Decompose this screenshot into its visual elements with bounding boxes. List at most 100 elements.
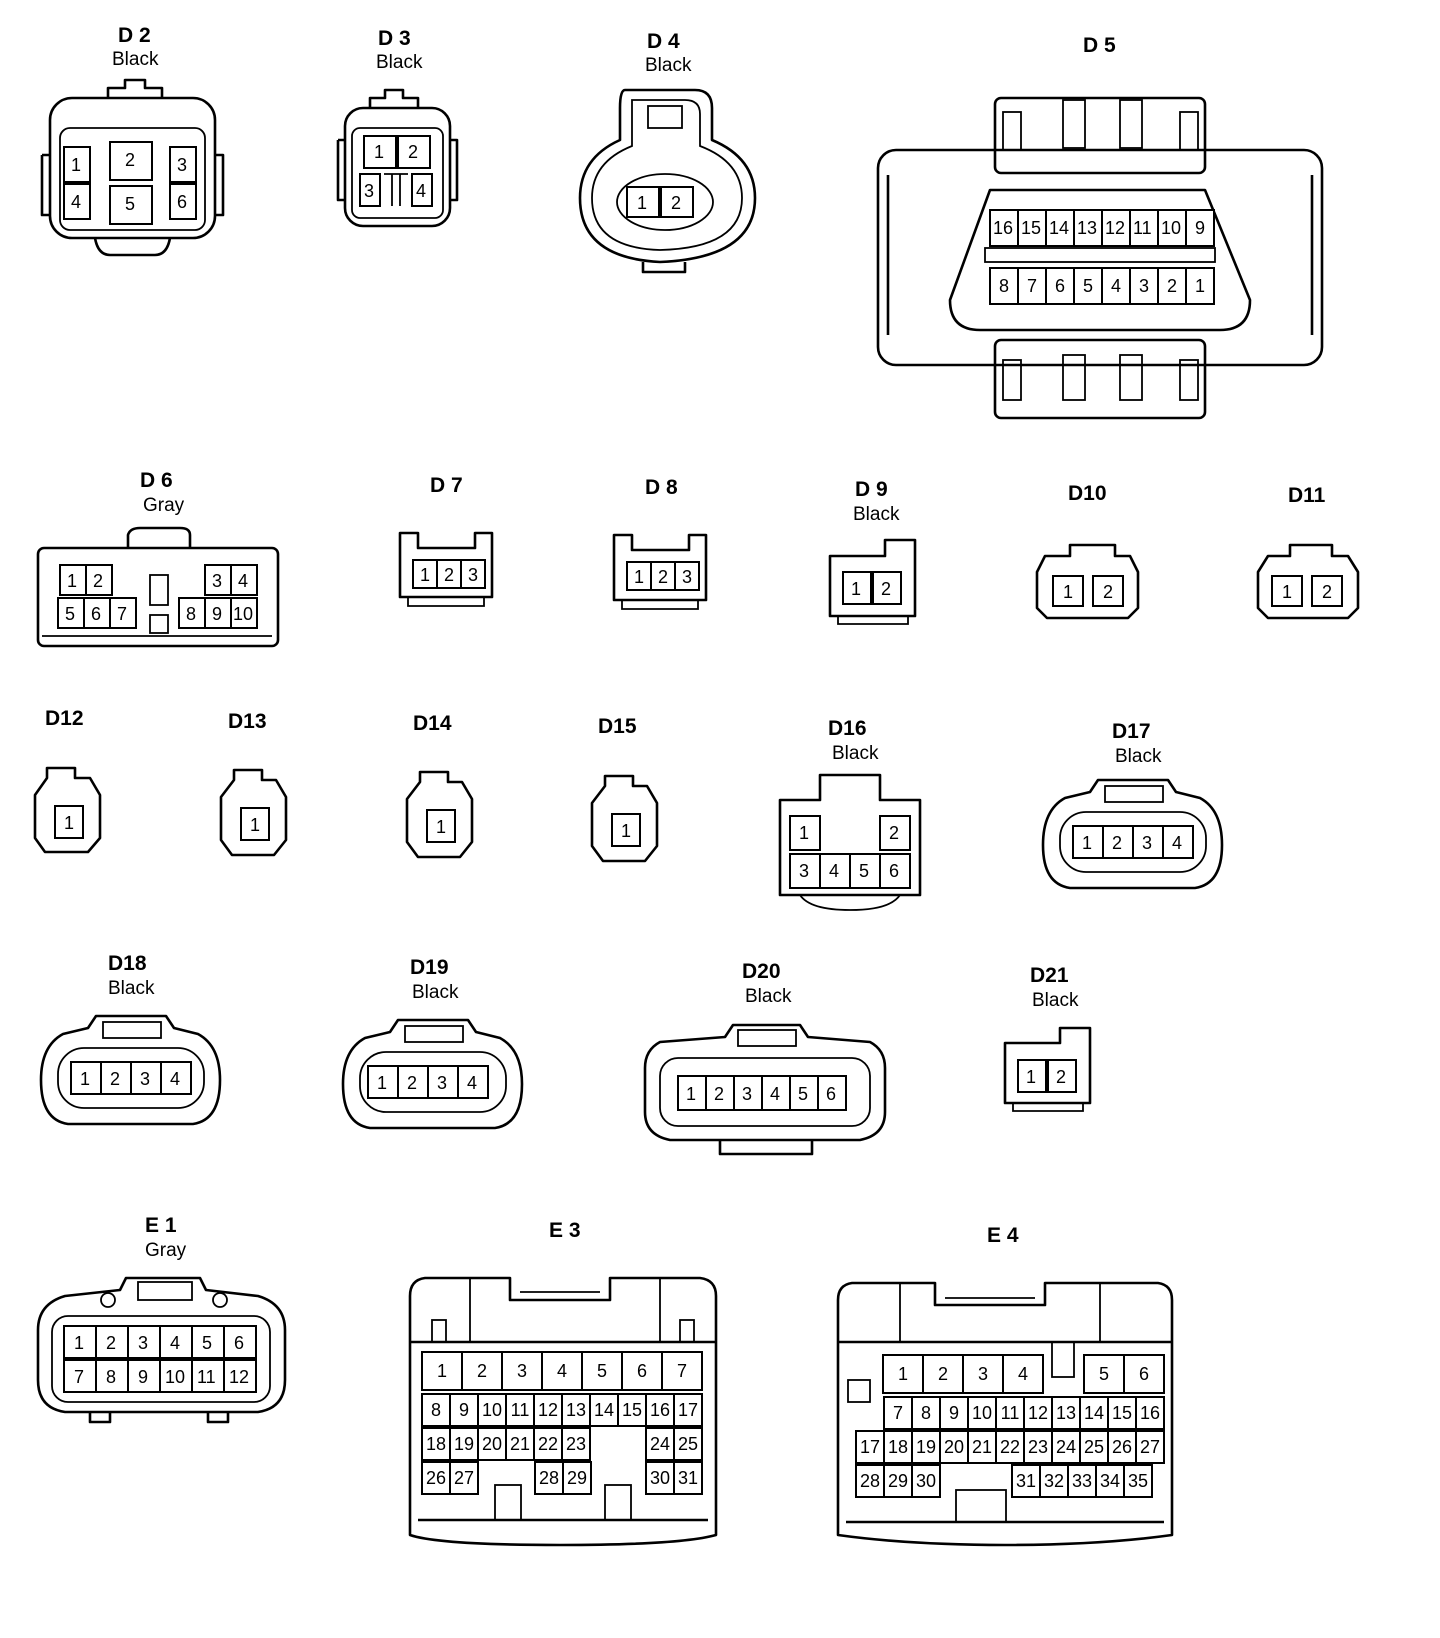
- e3-pin-31: 31: [678, 1468, 698, 1488]
- e4-pin-17: 17: [860, 1437, 880, 1457]
- e1-pin-11: 11: [197, 1367, 216, 1387]
- d5-pin-6: 6: [1055, 276, 1065, 296]
- e4-pin-13: 13: [1056, 1403, 1076, 1423]
- e3-pin-28: 28: [539, 1468, 559, 1488]
- d5-pin-row-bottom: 8 7 6 5 4 3 2 1: [989, 267, 1215, 305]
- e4-pin-2: 2: [938, 1364, 948, 1384]
- connector-d2-id: D 2: [118, 24, 151, 47]
- d19-pin-4: 4: [467, 1073, 477, 1093]
- d6-pin-7: 7: [117, 604, 127, 624]
- connector-d12-id: D12: [45, 707, 84, 730]
- e4-pin-31: 31: [1016, 1471, 1036, 1491]
- e3-pin-22: 22: [538, 1434, 558, 1454]
- e1-pin-10: 10: [165, 1367, 185, 1387]
- e4-pin-6: 6: [1139, 1364, 1149, 1384]
- d6-pin-3: 3: [212, 571, 222, 591]
- d9-pin-1: 1: [851, 579, 861, 599]
- connector-d16-color: Black: [832, 743, 879, 764]
- d17-pin-3: 3: [1142, 833, 1152, 853]
- d19-pin-3: 3: [437, 1073, 447, 1093]
- connector-d21-id: D21: [1030, 964, 1069, 987]
- d2-pin-5: 5: [125, 194, 135, 214]
- d18-pin-1: 1: [80, 1069, 90, 1089]
- connector-e1-id: E 1: [145, 1214, 177, 1237]
- d20-pin-1: 1: [686, 1084, 696, 1104]
- d5-pin-5: 5: [1083, 276, 1093, 296]
- d5-pin-1: 1: [1195, 276, 1205, 296]
- connector-d16: D16 Black 1 2 3 4 5 6: [778, 717, 922, 911]
- e3-pin-3: 3: [517, 1361, 527, 1381]
- d20-pin-3: 3: [742, 1084, 752, 1104]
- d20-pin-5: 5: [798, 1084, 808, 1104]
- connector-d11: D11 1 2: [1256, 484, 1360, 620]
- d16-pin-5: 5: [859, 861, 869, 881]
- d16-pin-2: 2: [889, 823, 899, 843]
- d6-pin-10: 10: [233, 604, 253, 624]
- e4-pin-1: 1: [898, 1364, 908, 1384]
- d6-pin-9: 9: [212, 604, 222, 624]
- d16-pin-1: 1: [799, 823, 809, 843]
- d2-pin-6: 6: [177, 192, 187, 212]
- e3-pin-6: 6: [637, 1361, 647, 1381]
- e3-pin-25: 25: [678, 1434, 698, 1454]
- d7-pin-2: 2: [444, 565, 454, 585]
- d6-pin-1: 1: [67, 571, 77, 591]
- connector-e1: E 1 Gray 1 2 3 4 5 6 7 8 9 10 11 12: [36, 1214, 287, 1424]
- e3-pin-12: 12: [538, 1400, 558, 1420]
- connector-d7: D 7 1 2 3: [398, 474, 494, 607]
- d6-pin-6: 6: [91, 604, 101, 624]
- connector-d2: D 2 Black 1 2 3 4 5 6: [40, 24, 225, 257]
- e1-pin-4: 4: [170, 1333, 180, 1353]
- e3-pin-17: 17: [678, 1400, 698, 1420]
- d5-pin-15: 15: [1021, 218, 1041, 238]
- e1-pin-2: 2: [106, 1333, 116, 1353]
- e4-pin-5: 5: [1099, 1364, 1109, 1384]
- e3-pin-16: 16: [650, 1400, 670, 1420]
- d5-pin-14: 14: [1049, 218, 1069, 238]
- connector-d14-id: D14: [413, 712, 452, 735]
- e1-pin-7: 7: [74, 1367, 84, 1387]
- d7-pin-3: 3: [468, 565, 478, 585]
- d19-pin-2: 2: [407, 1073, 417, 1093]
- d18-pin-4: 4: [170, 1069, 180, 1089]
- d18-pin-2: 2: [110, 1069, 120, 1089]
- d5-pin-10: 10: [1161, 218, 1181, 238]
- connector-d21: D21 Black 1 2: [1003, 964, 1092, 1112]
- e3-pin-30: 30: [650, 1468, 670, 1488]
- connector-d2-color: Black: [112, 49, 159, 70]
- e1-pin-12: 12: [229, 1367, 249, 1387]
- e3-pin-27: 27: [454, 1468, 474, 1488]
- connector-d9-color: Black: [853, 504, 900, 525]
- connector-d17-color: Black: [1115, 746, 1162, 767]
- e4-pin-14: 14: [1084, 1403, 1104, 1423]
- d6-pin-5: 5: [65, 604, 75, 624]
- d5-pin-row-top: 16 15 14 13 12 11 10 9: [989, 209, 1215, 247]
- connector-d16-id: D16: [828, 717, 867, 740]
- connector-d8: D 8 1 2 3: [612, 476, 708, 610]
- d2-pin-1: 1: [71, 155, 81, 175]
- connector-d9: D 9 Black 1 2: [828, 478, 917, 625]
- d7-pin-1: 1: [420, 565, 430, 585]
- e4-pin-18: 18: [888, 1437, 908, 1457]
- e3-pin-5: 5: [597, 1361, 607, 1381]
- d4-pin-2: 2: [671, 193, 681, 213]
- connector-d18-id: D18: [108, 952, 147, 975]
- d20-pin-4: 4: [770, 1084, 780, 1104]
- e3-pin-2: 2: [477, 1361, 487, 1381]
- e1-pin-3: 3: [138, 1333, 148, 1353]
- d10-pin-2: 2: [1103, 582, 1113, 602]
- e3-pin-19: 19: [454, 1434, 474, 1454]
- connector-d7-id: D 7: [430, 474, 463, 497]
- e4-pin-3: 3: [978, 1364, 988, 1384]
- e3-pin-1: 1: [437, 1361, 447, 1381]
- e4-pin-20: 20: [944, 1437, 964, 1457]
- e3-pin-26: 26: [426, 1468, 446, 1488]
- d8-pin-2: 2: [658, 567, 668, 587]
- connector-d6: D 6 Gray 1 2 3 4 5 6 7 8 9 10: [36, 469, 280, 648]
- e3-pin-20: 20: [482, 1434, 502, 1454]
- d13-pin-1: 1: [250, 815, 260, 835]
- connector-d17-id: D17: [1112, 720, 1151, 743]
